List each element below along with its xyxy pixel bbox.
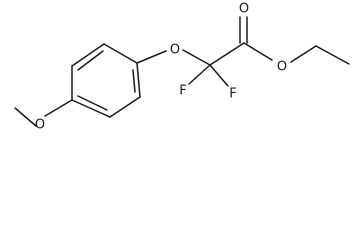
bond-cf2-carbonyl xyxy=(209,42,245,66)
ring-bond xyxy=(136,62,141,98)
bond-carbonyl-ester-o xyxy=(243,42,273,61)
ring-bond xyxy=(71,43,105,67)
atom-o-ester: O xyxy=(277,60,287,75)
ring-bond xyxy=(71,99,111,118)
benzene-ring xyxy=(71,43,141,118)
atom-f-right: F xyxy=(229,87,236,102)
ring-double-bond xyxy=(77,50,104,71)
ring-bond xyxy=(109,96,141,118)
bond-ring-ether-o xyxy=(136,50,167,64)
ring-bond xyxy=(103,43,138,64)
bond-ester-o-ch2 xyxy=(290,45,317,63)
structure-diagram: O O O F F O xyxy=(14,2,350,133)
bond-cf2-f-right xyxy=(209,64,229,87)
bond-ch2-ch3 xyxy=(315,45,350,65)
bond-cf2-f-left xyxy=(188,64,211,85)
atom-f-left: F xyxy=(179,84,186,99)
bond-ring-methoxy-o xyxy=(44,99,73,117)
ring-double-bond xyxy=(77,95,108,111)
bond-ether-o-cf2 xyxy=(182,49,211,66)
atom-o-carbonyl: O xyxy=(239,2,249,17)
atom-o-ether: O xyxy=(170,43,180,58)
ring-double-bond xyxy=(132,69,136,93)
bond-methoxy-o-ch3 xyxy=(14,107,37,127)
atom-o-methoxy: O xyxy=(35,118,45,133)
